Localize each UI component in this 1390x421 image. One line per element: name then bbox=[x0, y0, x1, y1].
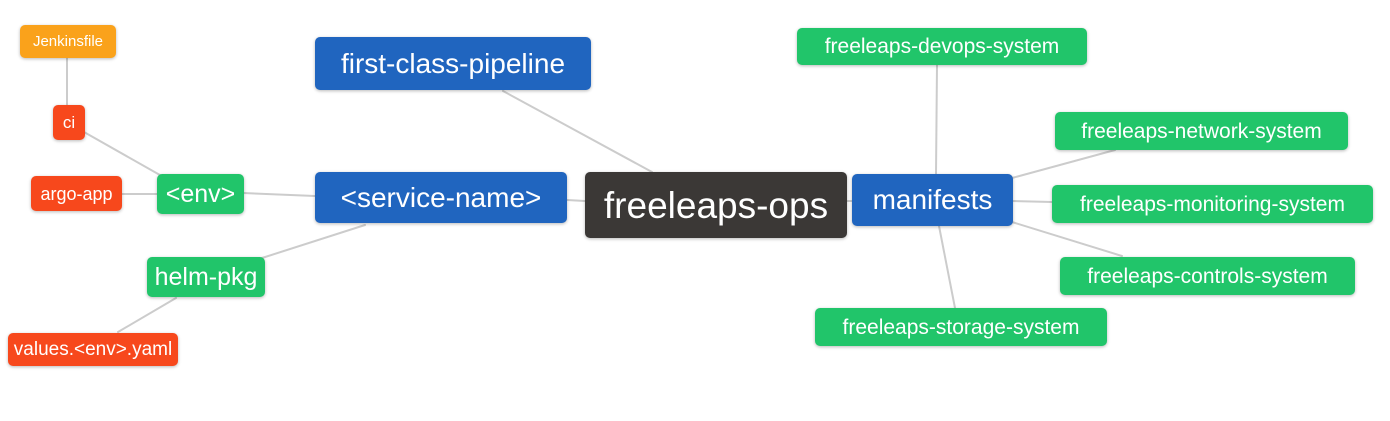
edge-manifests-devops bbox=[935, 64, 938, 175]
node-service-name[interactable]: <service-name> bbox=[315, 172, 567, 223]
node-manifests[interactable]: manifests bbox=[852, 174, 1013, 226]
edge-helmpkg-servicename bbox=[261, 224, 366, 259]
edge-ci-env bbox=[83, 131, 168, 180]
edge-servicename-ops bbox=[566, 199, 586, 202]
node-values-env-yaml[interactable]: values.<env>.yaml bbox=[8, 333, 178, 366]
node-freeleaps-controls-system[interactable]: freeleaps-controls-system bbox=[1060, 257, 1355, 295]
node-freeleaps-devops-system[interactable]: freeleaps-devops-system bbox=[797, 28, 1087, 65]
edge-pipeline-ops bbox=[502, 90, 653, 173]
edge-env-servicename bbox=[242, 192, 316, 197]
node-freeleaps-storage-system[interactable]: freeleaps-storage-system bbox=[815, 308, 1107, 346]
node-env[interactable]: <env> bbox=[157, 174, 244, 214]
node-helm-pkg[interactable]: helm-pkg bbox=[147, 257, 265, 297]
node-freeleaps-network-system[interactable]: freeleaps-network-system bbox=[1055, 112, 1348, 150]
node-first-class-pipeline[interactable]: first-class-pipeline bbox=[315, 37, 591, 90]
edge-manifests-network bbox=[1011, 149, 1116, 179]
node-freeleaps-ops[interactable]: freeleaps-ops bbox=[585, 172, 847, 238]
node-freeleaps-monitoring-system[interactable]: freeleaps-monitoring-system bbox=[1052, 185, 1373, 223]
node-ci[interactable]: ci bbox=[53, 105, 85, 140]
node-argo-app[interactable]: argo-app bbox=[31, 176, 122, 211]
edge-manifests-monitoring bbox=[1011, 200, 1053, 203]
edge-values-helmpkg bbox=[117, 297, 177, 333]
edge-manifests-controls bbox=[1011, 221, 1123, 257]
edge-manifests-storage bbox=[938, 225, 956, 309]
node-jenkinsfile[interactable]: Jenkinsfile bbox=[20, 25, 116, 58]
